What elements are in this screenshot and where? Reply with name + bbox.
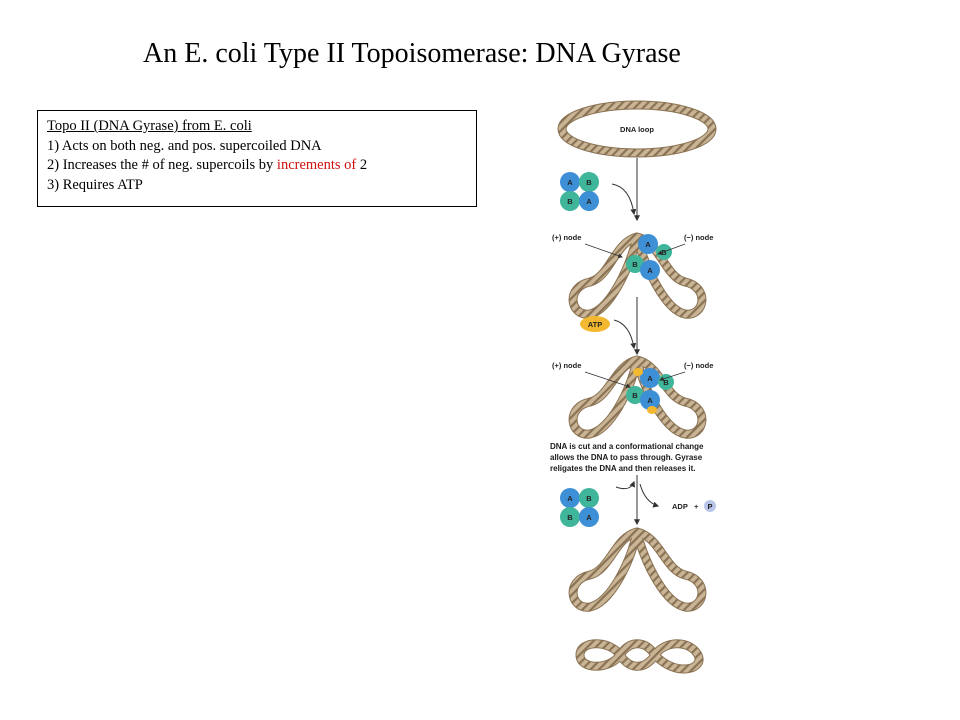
subunit-b-label: B — [663, 378, 669, 387]
binding-arrow — [611, 183, 637, 216]
subunit-a-label: A — [645, 240, 651, 249]
subunit-b-label: B — [586, 178, 592, 187]
subunit-b-label: B — [661, 248, 667, 257]
subunit-a-label: A — [647, 396, 653, 405]
subunit-b-label: B — [567, 197, 573, 206]
subunit-a-label: A — [567, 494, 573, 503]
atp-bound-stage: A B B A (+) node (−) node — [552, 355, 713, 439]
pos-node-label: (+) node — [552, 361, 581, 370]
gyrase-mechanism-diagram: DNA loop A B B A A B B A (+) node (−) no… — [550, 100, 717, 674]
adp-label: ADP — [672, 502, 688, 511]
info-item-1: 1) Acts on both neg. and pos. supercoile… — [47, 137, 322, 154]
subunit-b-label: B — [632, 260, 638, 269]
negative-supercoil-stage — [575, 639, 704, 674]
info-item-2: 2) Increases the # of neg. supercoils by… — [47, 156, 467, 176]
info-item-2-text: 2) Increases the # of neg. supercoils by — [47, 157, 277, 173]
info-item-2-highlight: increments of — [276, 157, 357, 173]
mechanism-caption: DNA is cut and a conformational change a… — [550, 442, 704, 473]
subunit-a-label: A — [586, 197, 592, 206]
caption-line-2: allows the DNA to pass through. Gyrase — [550, 453, 703, 462]
released-supercoil-stage — [568, 527, 707, 612]
supercoil-bound-stage: A B B A (+) node (−) node — [552, 232, 713, 319]
plus-label: + — [694, 502, 699, 511]
subunit-b-label: B — [567, 513, 573, 522]
subunit-a-label: A — [647, 374, 653, 383]
info-item-3: 3) Requires ATP — [47, 176, 143, 193]
caption-line-1: DNA is cut and a conformational change — [550, 442, 704, 451]
subunit-b-label: B — [586, 494, 592, 503]
neg-node-label: (−) node — [684, 233, 713, 242]
subunit-a-label: A — [567, 178, 573, 187]
atp-badge: ATP — [580, 316, 610, 332]
neg-node-label: (−) node — [684, 361, 713, 370]
phosphate-label: P — [707, 502, 712, 511]
subunit-a-label: A — [647, 266, 653, 275]
caption-line-3: religates the DNA and then releases it. — [550, 464, 696, 473]
dna-loop-stage: DNA loop — [557, 100, 717, 158]
dna-loop-label: DNA loop — [620, 125, 654, 134]
pos-node-label: (+) node — [552, 233, 581, 242]
adp-release: ADP + P — [672, 500, 716, 512]
info-box: Topo II (DNA Gyrase) from E. coli 1) Act… — [37, 110, 477, 207]
atp-label: ATP — [588, 320, 602, 329]
subunit-b-label: B — [632, 391, 638, 400]
gyrase-tetramer-free: A B B A — [560, 172, 599, 211]
info-item-2-end: 2 — [356, 157, 368, 173]
gyrase-tetramer-released: A B B A — [560, 488, 599, 527]
subunit-a-label: A — [586, 513, 592, 522]
info-heading: Topo II (DNA Gyrase) from E. coli — [47, 118, 252, 134]
